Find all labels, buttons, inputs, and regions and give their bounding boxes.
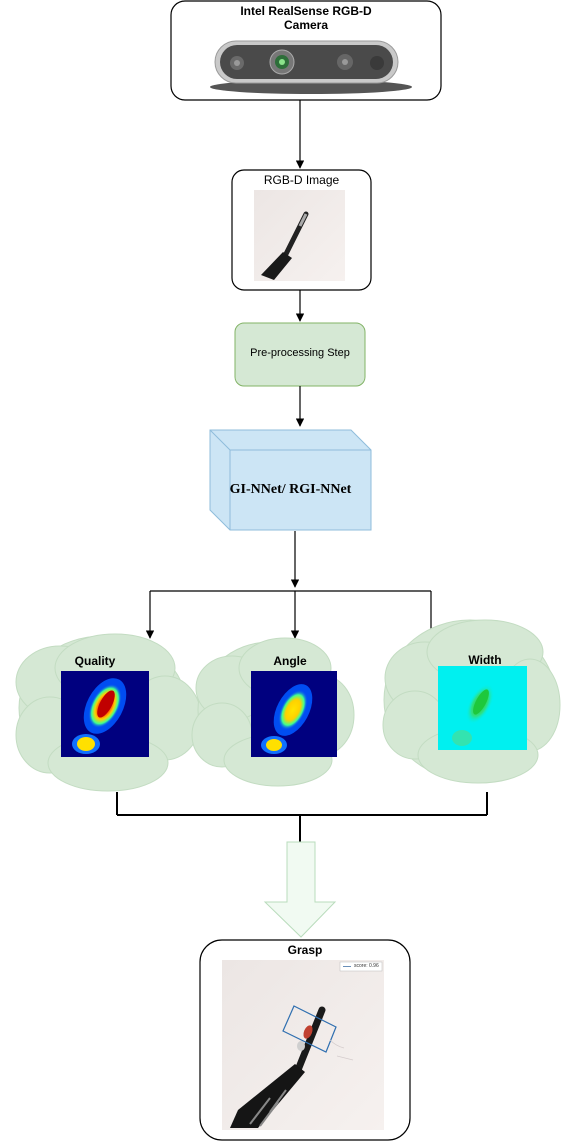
split-connector <box>145 590 436 639</box>
camera-icon <box>210 40 412 94</box>
camera-label-line2: Camera <box>283 18 329 32</box>
rgbd-image <box>254 190 345 281</box>
camera-node <box>170 0 442 101</box>
merge-connector <box>116 792 488 842</box>
camera-label: Intel RealSense RGB-D Camera <box>171 4 441 32</box>
grasp-legend: score: 0.96 <box>354 963 379 969</box>
rgbd-label: RGB-D Image <box>263 173 340 187</box>
quality-label: Quality <box>74 654 116 668</box>
grasp-label: Grasp <box>287 943 323 957</box>
camera-label-line1: Intel RealSense RGB-D <box>240 4 372 18</box>
preprocess-label: Pre-processing Step <box>250 347 350 359</box>
network-node <box>209 429 372 531</box>
width-label: Width <box>468 653 502 667</box>
angle-label: Angle <box>273 654 307 668</box>
width-heatmap <box>438 666 527 750</box>
quality-heatmap <box>61 671 149 757</box>
grasp-node <box>199 939 411 1141</box>
grasp-image <box>222 960 384 1130</box>
block-arrow <box>263 841 337 938</box>
network-label: GI-NNet/ RGI-NNet <box>229 482 352 497</box>
rgbd-node <box>231 169 372 291</box>
angle-heatmap <box>251 671 337 757</box>
